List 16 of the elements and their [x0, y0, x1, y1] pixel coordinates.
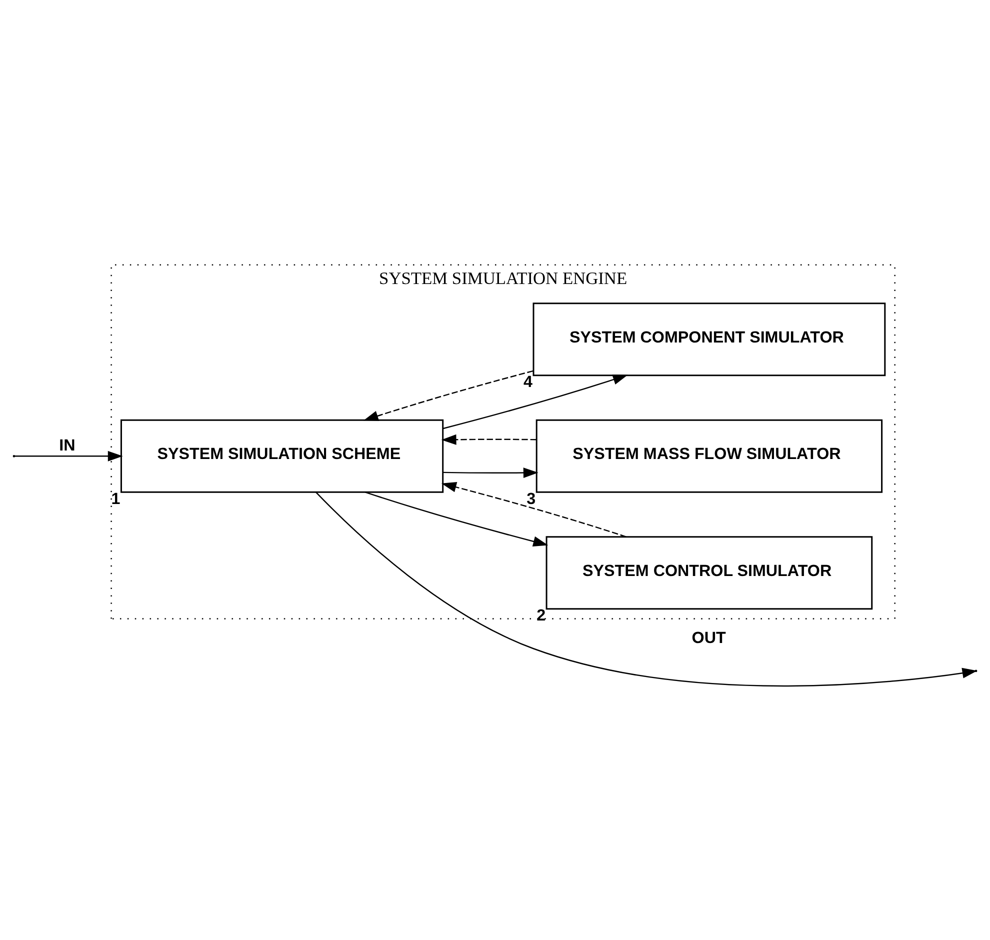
node-box: SYSTEM COMPONENT SIMULATOR — [532, 302, 886, 376]
node-label: 1 — [111, 489, 120, 508]
arrow — [441, 482, 626, 537]
arrow — [441, 434, 536, 444]
node-label: 3 — [526, 489, 536, 508]
arrow — [443, 374, 628, 429]
arrow — [364, 491, 548, 546]
arrow — [443, 467, 538, 478]
node-box: SYSTEM CONTROL SIMULATOR — [546, 536, 873, 610]
arrow — [14, 450, 123, 461]
node-box: SYSTEM SIMULATION SCHEME — [120, 418, 444, 492]
node-label: 4 — [524, 372, 533, 391]
edge-label: IN — [59, 436, 76, 454]
node-box: SYSTEM MASS FLOW SIMULATOR — [536, 418, 883, 492]
arrow — [363, 370, 534, 420]
edge-label: OUT — [692, 628, 726, 646]
